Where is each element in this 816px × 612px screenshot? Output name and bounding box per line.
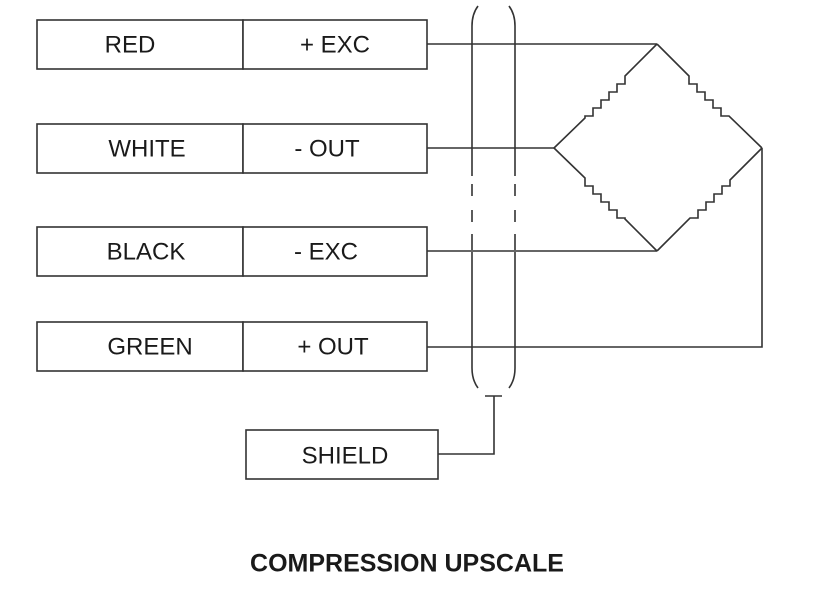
shield-terminal: SHIELD [245,429,439,480]
shield-box [245,429,439,480]
wire-row-black: BLACK - EXC [36,226,428,277]
wire-signal-label: + EXC [300,31,370,58]
shield-label: SHIELD [302,442,389,469]
wire-signal-box [242,226,428,277]
lead-wires [427,43,763,348]
wire-color-label: GREEN [107,333,192,360]
wire-row-white: WHITE - OUT [36,123,428,174]
wire-signal-box [242,19,428,70]
cable-shield [438,5,516,455]
wire-signal-label: - EXC [294,238,358,265]
wire-color-box [36,321,244,372]
wire-row-red: RED + EXC [36,19,428,70]
drain-wire [438,395,502,455]
wire-color-box [36,19,244,70]
wire-color-label: RED [105,31,156,58]
diagram-caption: COMPRESSION UPSCALE [250,550,564,578]
wheatstone-bridge [553,43,763,252]
wire-row-green: GREEN + OUT [36,321,428,372]
wire-color-label: BLACK [107,238,186,265]
wire-color-box [36,123,244,174]
wire-signal-box [242,321,428,372]
wire-signal-label: + OUT [297,333,369,360]
wire-color-box [36,226,244,277]
wire-signal-label: - OUT [294,135,360,162]
wire-color-label: WHITE [108,135,185,162]
